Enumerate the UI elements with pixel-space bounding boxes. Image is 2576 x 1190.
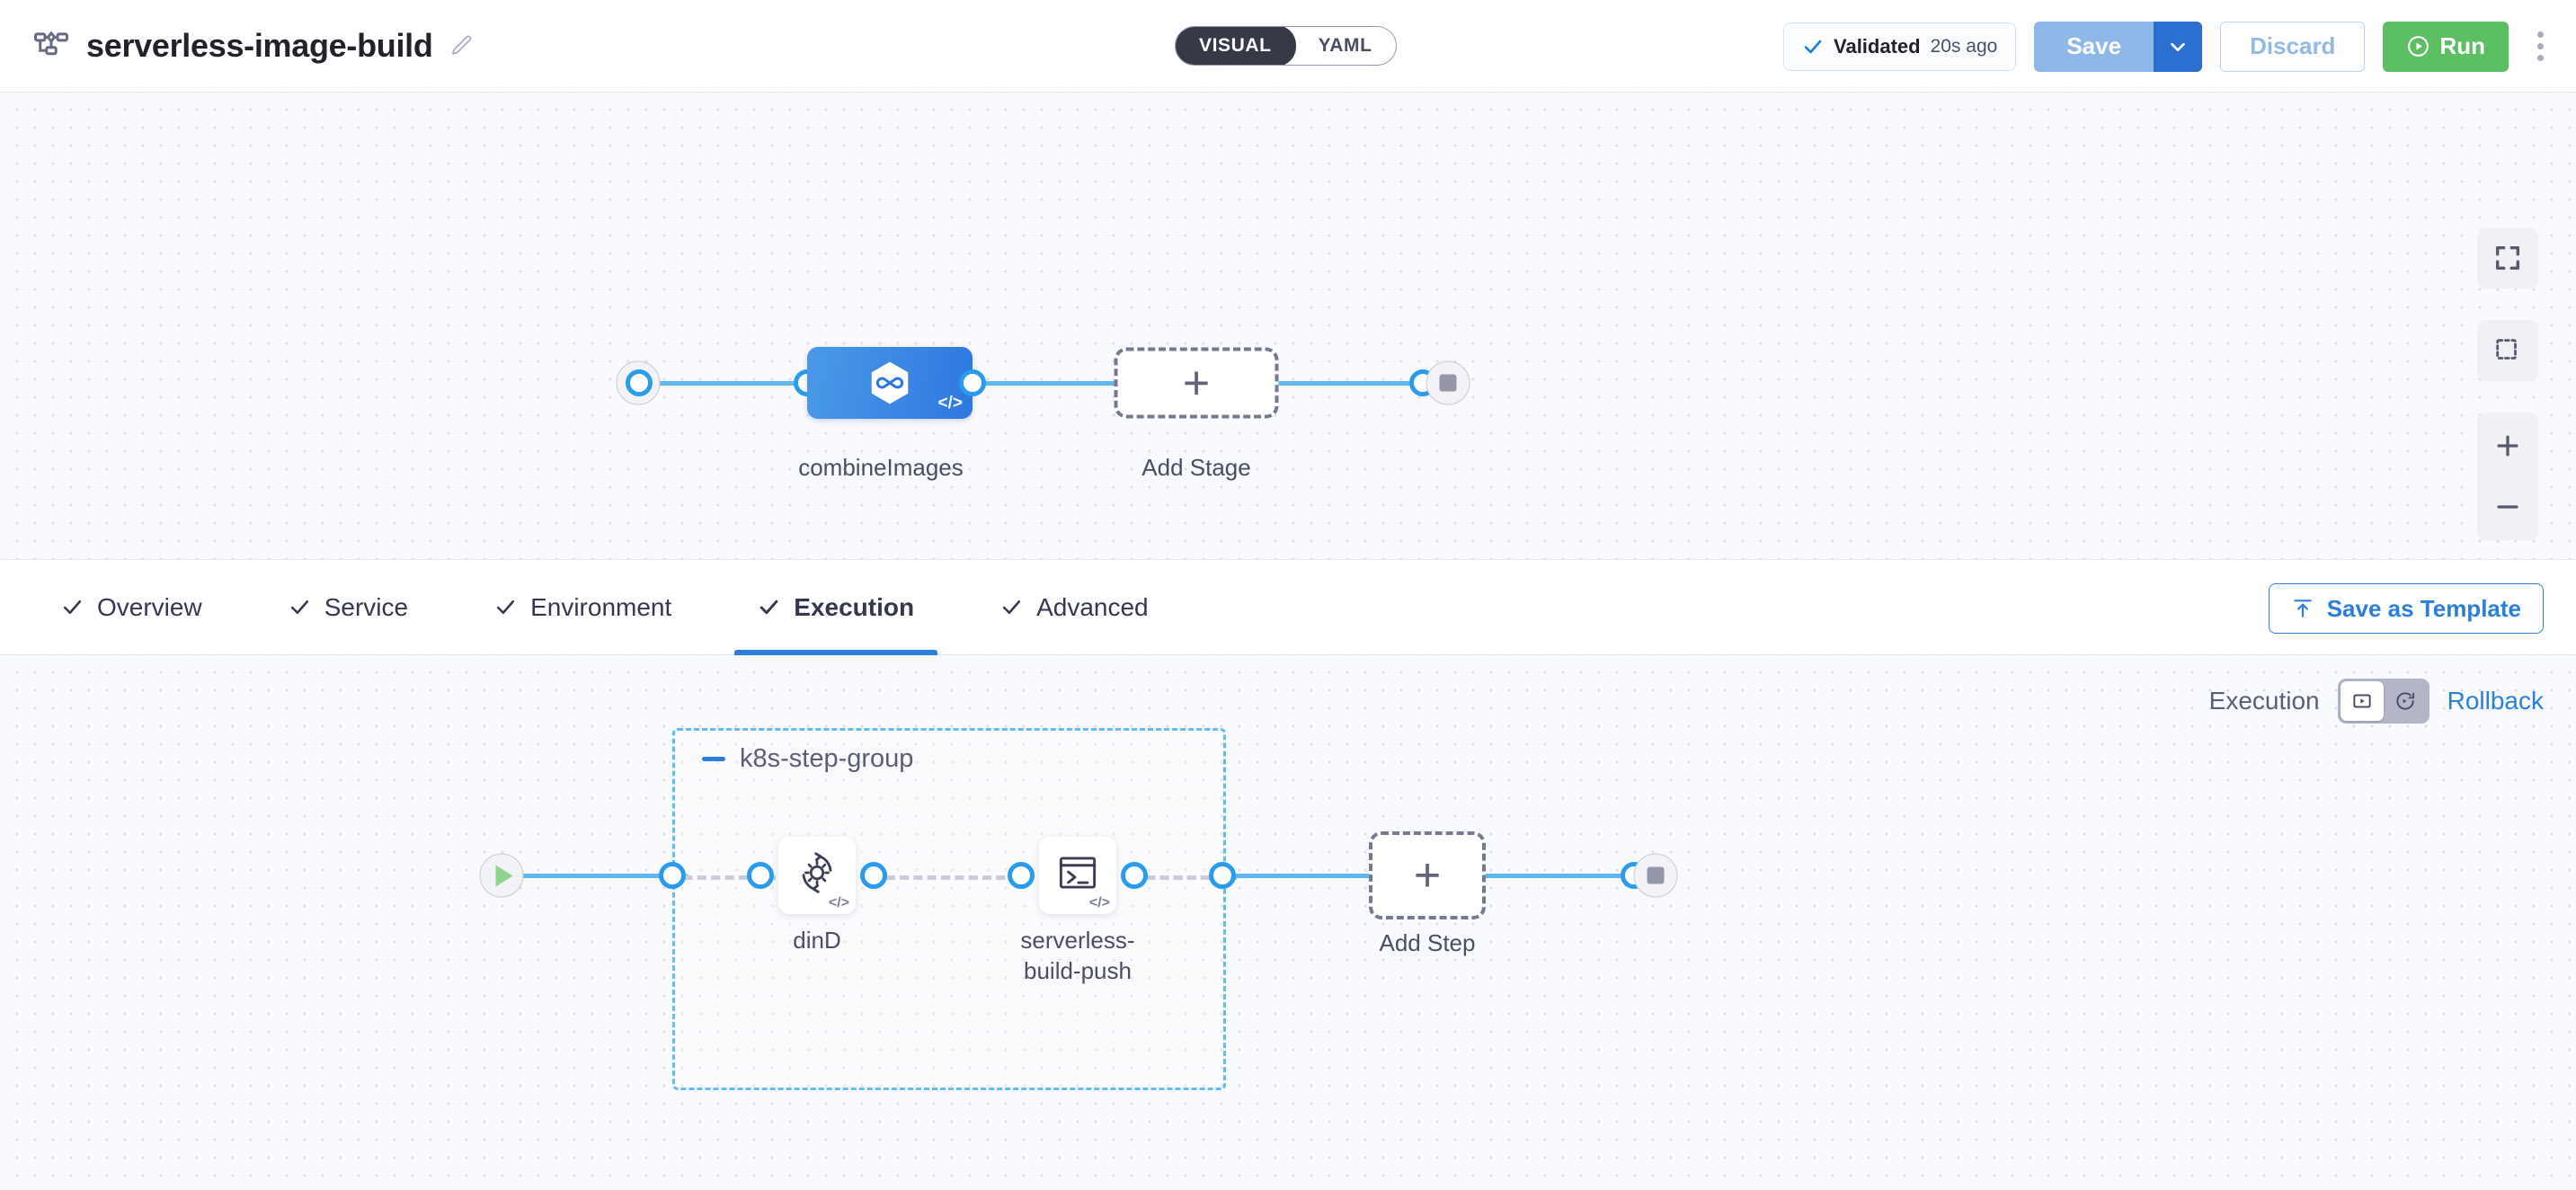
rollback-clock-icon[interactable] — [2384, 681, 2427, 721]
stop-icon — [1439, 374, 1457, 392]
add-stage-label: Add Stage — [1141, 454, 1251, 481]
run-label: Run — [2439, 32, 2485, 59]
header-actions: Validated 20s ago Save Discard Run — [1783, 0, 2554, 93]
validated-label: Validated — [1834, 34, 1921, 58]
step-node-label-dind: dinD — [793, 927, 841, 954]
step-edge-to-addstep — [1222, 874, 1371, 878]
mode-yaml[interactable]: YAML — [1318, 35, 1372, 56]
start-connector-dot — [626, 369, 653, 396]
rollback-label[interactable]: Rollback — [2447, 687, 2544, 715]
step-group-k8s-step-group[interactable]: k8s-step-group — [672, 728, 1226, 1090]
tab-overview[interactable]: Overview — [38, 559, 226, 655]
step-code-badge: </> — [828, 895, 849, 910]
add-step-button[interactable]: + — [1369, 831, 1486, 919]
pencil-icon[interactable] — [449, 33, 475, 58]
execution-start-node[interactable] — [479, 853, 524, 898]
plus-icon: + — [1413, 849, 1442, 901]
label-line-2: build-push — [1024, 957, 1132, 985]
check-icon — [289, 596, 311, 618]
page-title: serverless-image-build — [86, 27, 433, 64]
step-edge-dind-to-build — [870, 875, 1014, 880]
header-left: serverless-image-build — [32, 27, 475, 65]
save-as-template-label: Save as Template — [2326, 594, 2521, 622]
save-as-template-button[interactable]: Save as Template — [2268, 583, 2544, 634]
zoom-in-icon[interactable] — [2477, 425, 2538, 466]
check-icon — [61, 596, 84, 618]
validated-timestamp: 20s ago — [1930, 35, 1998, 57]
play-icon — [495, 865, 512, 886]
stage-out-dot — [959, 369, 986, 396]
stage-node-combineImages[interactable]: </> — [807, 347, 973, 419]
chevron-down-icon — [2168, 37, 2188, 57]
label-line-1: serverless- — [1020, 927, 1135, 954]
kebab-menu-icon[interactable] — [2527, 22, 2554, 70]
stage-node-label: combineImages — [798, 454, 964, 481]
tab-label: Overview — [97, 592, 202, 621]
save-dropdown-button[interactable] — [2154, 21, 2203, 72]
group-in-dot — [659, 862, 686, 889]
tab-label: Advanced — [1036, 592, 1149, 621]
tab-service[interactable]: Service — [265, 559, 431, 655]
tab-advanced[interactable]: Advanced — [977, 559, 1172, 655]
stop-icon — [1647, 866, 1665, 884]
execution-mode-segmented — [2337, 679, 2429, 724]
check-icon — [758, 596, 780, 618]
view-mode-toggle: VISUAL YAML — [1175, 26, 1397, 66]
selection-marquee-icon[interactable] — [2477, 320, 2538, 381]
stage-canvas[interactable]: </> combineImages + Add Stage — [0, 93, 2576, 559]
tab-list: Overview Service Environment Execution A… — [38, 559, 1212, 655]
step-node-dinD[interactable]: </> — [778, 837, 856, 914]
tab-label: Environment — [530, 592, 672, 621]
step-edge-build-out — [1131, 875, 1239, 880]
execution-canvas[interactable]: Execution Rollback — [0, 655, 2576, 1190]
tab-execution[interactable]: Execution — [734, 559, 937, 655]
step-edge-to-end — [1474, 874, 1645, 878]
dind-in-dot — [747, 862, 774, 889]
add-stage-button[interactable]: + — [1114, 347, 1279, 419]
zoom-out-icon[interactable] — [2477, 486, 2538, 528]
step-node-label-build-push: serverless- build-push — [925, 925, 1230, 987]
mode-visual[interactable]: VISUAL — [1175, 27, 1296, 65]
check-icon — [1802, 36, 1824, 58]
stage-code-badge: </> — [937, 394, 963, 413]
plus-icon: + — [1182, 357, 1211, 409]
step-edge-start — [509, 874, 688, 878]
check-icon — [1000, 596, 1023, 618]
pipeline-diagram-icon — [32, 27, 70, 65]
save-button-group: Save — [2034, 21, 2203, 72]
zoom-stack — [2477, 413, 2538, 540]
upload-template-icon — [2291, 597, 2314, 620]
tab-environment[interactable]: Environment — [471, 559, 695, 655]
buildpush-out-dot — [1121, 862, 1148, 889]
execution-rollback-switch: Execution Rollback — [2209, 679, 2544, 724]
group-out-dot — [1209, 862, 1236, 889]
step-edge-into-dind — [681, 875, 798, 880]
execution-end-node[interactable] — [1633, 853, 1678, 898]
canvas-zoom-controls — [2477, 227, 2538, 540]
tab-label: Service — [324, 592, 409, 621]
app-header: serverless-image-build VISUAL YAML Valid… — [0, 0, 2576, 93]
add-step-label: Add Step — [1379, 929, 1476, 956]
discard-button[interactable]: Discard — [2220, 21, 2366, 72]
buildpush-in-dot — [1008, 862, 1035, 889]
step-group-label: k8s-step-group — [740, 744, 914, 773]
save-button[interactable]: Save — [2034, 21, 2154, 72]
step-node-serverless-build-push[interactable]: </> — [1039, 837, 1116, 914]
dind-out-dot — [860, 862, 887, 889]
execution-flow-icon[interactable] — [2340, 681, 2384, 721]
pipeline-end-node[interactable] — [1426, 360, 1470, 405]
run-button[interactable]: Run — [2383, 21, 2509, 72]
status-badge: Validated 20s ago — [1783, 22, 2017, 71]
minus-icon[interactable] — [702, 757, 725, 761]
step-code-badge: </> — [1088, 895, 1110, 910]
play-circle-icon — [2406, 34, 2430, 58]
fit-to-screen-icon[interactable] — [2477, 227, 2538, 289]
execution-label[interactable]: Execution — [2208, 687, 2320, 715]
step-group-header: k8s-step-group — [702, 744, 913, 774]
tab-label: Execution — [794, 592, 915, 621]
check-icon — [494, 596, 517, 618]
stage-config-tabbar: Overview Service Environment Execution A… — [0, 559, 2576, 655]
